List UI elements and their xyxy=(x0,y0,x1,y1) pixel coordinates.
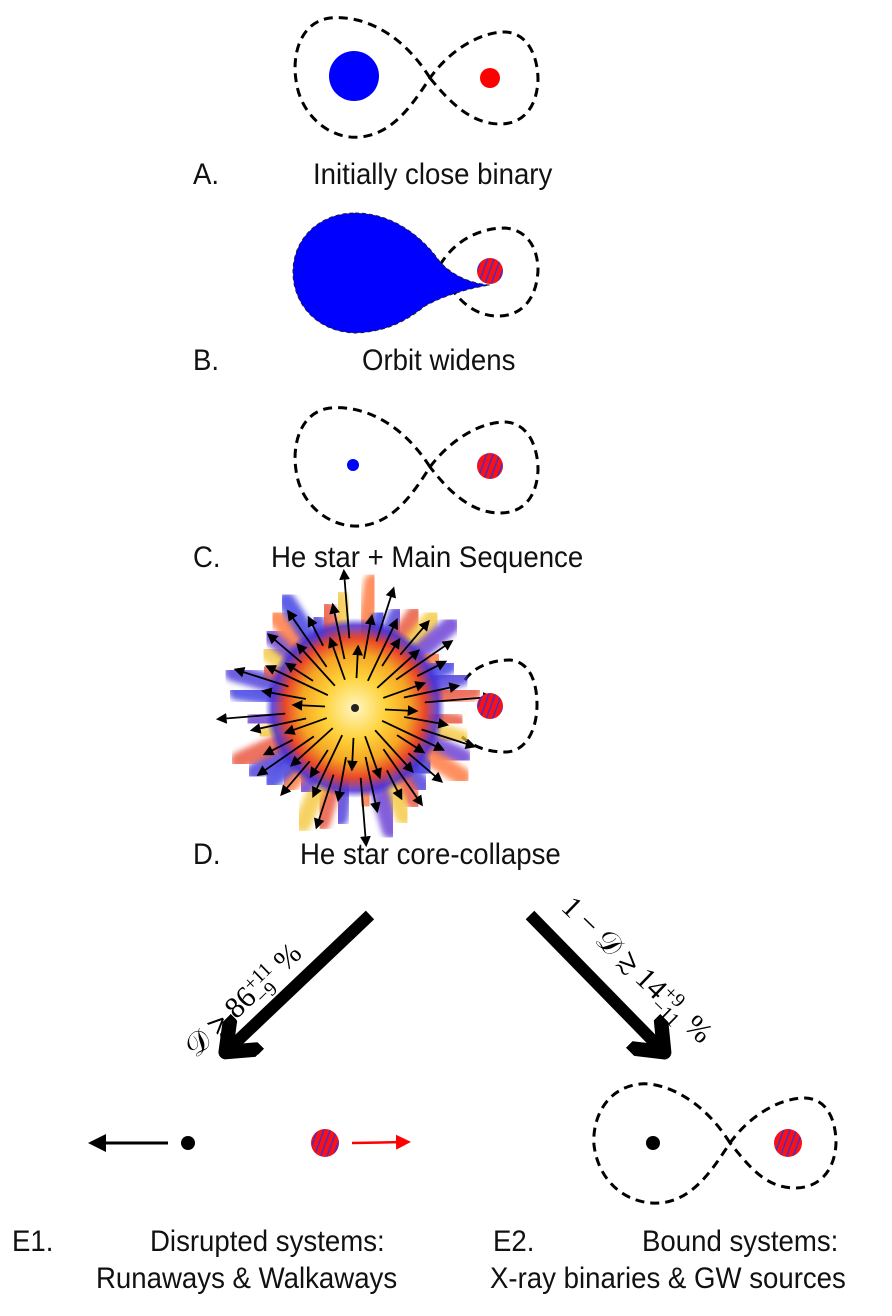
collapsed-core xyxy=(351,704,359,712)
ejecta-velocity-arrow xyxy=(386,769,403,801)
ejecta-velocity-arrow xyxy=(352,644,364,679)
ejecta-velocity-arrow xyxy=(364,756,381,814)
e2-title: Bound systems: xyxy=(642,1225,839,1258)
ejecta-velocity-arrow xyxy=(233,667,289,688)
ejecta-velocity-arrow xyxy=(384,705,419,717)
ejecta-velocity-arrow xyxy=(374,729,414,773)
ejecta-velocity-arrow xyxy=(314,774,335,830)
primary-star xyxy=(329,51,379,101)
accretor-star xyxy=(477,258,503,284)
ejecta-velocity-arrow xyxy=(260,687,306,700)
stage-d-figure xyxy=(215,568,539,848)
ejecta-velocity-arrow xyxy=(376,649,420,689)
ejecta-velocity-arrow xyxy=(291,699,326,711)
helium-star xyxy=(347,459,359,471)
ejecta-velocity-arrow xyxy=(403,682,461,699)
ejecta-velocity-arrow xyxy=(215,712,286,724)
stage-c-figure xyxy=(293,406,540,528)
main-sequence-star xyxy=(477,453,503,479)
ejecta-velocity-arrow xyxy=(266,633,303,664)
stage-d-letter: D. xyxy=(193,838,221,871)
stage-a-letter: A. xyxy=(193,158,220,191)
ejecta-velocity-arrow xyxy=(283,717,328,735)
ejecta-velocity-arrow xyxy=(334,757,347,803)
ejecta-velocity-arrow xyxy=(404,716,450,729)
roche-lobe-orbit xyxy=(293,16,540,139)
ejecta-velocity-arrow xyxy=(262,739,294,756)
bound-companion xyxy=(774,1129,802,1157)
stage-b-title: Orbit widens xyxy=(362,344,516,377)
e2-subtitle: X-ray binaries & GW sources xyxy=(490,1262,846,1295)
branch-arrow-bound xyxy=(525,910,660,1048)
e1-subtitle: Runaways & Walkaways xyxy=(96,1262,398,1295)
ejecta-velocity-arrow xyxy=(287,609,328,668)
e1-figure xyxy=(88,1129,411,1157)
ejecta-velocity-arrow xyxy=(280,760,311,797)
companion-orbit xyxy=(458,658,539,754)
ejecta-velocity-arrow xyxy=(364,735,382,780)
ejecta-velocity-arrow xyxy=(367,618,398,682)
stage-c-title: He star + Main Sequence xyxy=(271,541,584,574)
ejecta-velocity-arrow xyxy=(407,752,444,783)
ejecta-velocity-arrow xyxy=(309,749,329,779)
ejecta-velocity-arrow xyxy=(284,662,314,682)
stage-a-figure xyxy=(293,16,540,139)
ejecta-velocity-arrow xyxy=(421,728,477,749)
ejecta-velocity-arrow xyxy=(312,734,343,798)
stage-d-title: He star core-collapse xyxy=(300,838,561,871)
ejecta-velocity-arrow xyxy=(296,643,336,687)
stage-c-letter: C. xyxy=(193,541,221,574)
ejecta-velocity-arrow xyxy=(265,665,329,696)
companion-velocity-arrow xyxy=(351,1134,411,1150)
surviving-companion xyxy=(477,693,503,719)
roche-lobe-orbit xyxy=(592,1082,838,1205)
ejecta-velocity-arrow xyxy=(381,720,445,751)
ejecta-velocity-arrow xyxy=(339,568,351,639)
companion-orbit xyxy=(438,226,540,318)
stage-b-letter: B. xyxy=(193,344,220,377)
e2-figure xyxy=(592,1082,838,1205)
ejecta-velocity-arrow xyxy=(256,735,315,776)
mass-transfer-donor xyxy=(292,212,491,334)
ejecta-velocity-arrow xyxy=(382,681,427,699)
e1-letter: E1. xyxy=(12,1225,54,1258)
ejecta-velocity-arrow xyxy=(363,613,376,659)
ejecta-velocity-arrow xyxy=(359,777,371,848)
ejecta-velocity-arrow xyxy=(290,727,334,767)
branch-arrow-disrupted xyxy=(230,910,375,1048)
secondary-star xyxy=(480,68,500,88)
stage-a-title: Initially close binary xyxy=(313,158,553,191)
ejecta-velocity-arrow xyxy=(329,602,346,660)
ejecta-velocity-arrow xyxy=(381,637,401,667)
e2-letter: E2. xyxy=(493,1225,535,1258)
stage-b-figure xyxy=(292,212,540,334)
ejecta-velocity-arrow xyxy=(424,692,495,704)
ejecta-velocity-arrow xyxy=(399,619,430,656)
roche-lobe-orbit xyxy=(293,406,540,528)
ejecta-velocity-arrow xyxy=(328,636,346,681)
ejecta-velocity-arrow xyxy=(395,640,454,681)
compact-object xyxy=(646,1136,660,1150)
ejecta-velocity-arrow xyxy=(382,748,423,807)
ejecta-velocity-arrow xyxy=(249,717,307,734)
ejecta-velocity-arrow xyxy=(307,615,324,647)
runaway-companion xyxy=(311,1129,339,1157)
ejecta-velocity-arrow xyxy=(346,737,358,772)
ejecta-velocity-arrow xyxy=(416,660,448,677)
ejecta-velocity-arrow xyxy=(375,586,396,642)
ejecta-velocity-arrow xyxy=(396,734,426,754)
compact-object xyxy=(181,1136,195,1150)
supernova-explosion xyxy=(215,568,495,848)
e1-title: Disrupted systems: xyxy=(150,1225,385,1258)
